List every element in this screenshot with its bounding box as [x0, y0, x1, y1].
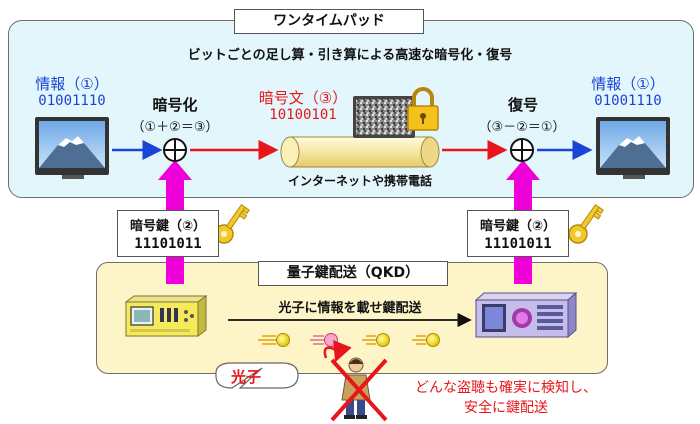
- otp-title: ワンタイムパッド: [234, 9, 424, 34]
- security-line1: どんな盗聴も確実に検知し、: [415, 380, 597, 396]
- otp-panel: [8, 20, 694, 198]
- left-info-label: 情報（①）: [35, 75, 109, 93]
- left-info-bits: 01001110: [38, 93, 106, 109]
- photon-speech-bubble: [215, 362, 299, 389]
- decrypt-label: 復号: [507, 96, 538, 114]
- padlock-icon: [407, 87, 439, 131]
- left-key-label: 暗号鍵（②）: [129, 219, 206, 234]
- right-key-box: 暗号鍵（②） 11101011: [467, 210, 569, 257]
- xor-decrypt-icon: [510, 138, 534, 162]
- right-info-label: 情報（①）: [591, 75, 665, 93]
- intercept-arrow: [323, 340, 352, 363]
- qkd-transport-label: 光子に情報を載せ鍵配送: [278, 301, 422, 316]
- cipher-label: 暗号文（③）: [258, 89, 348, 107]
- photon-icon: [258, 333, 290, 347]
- forbidden-cross-icon: [330, 358, 388, 422]
- cipher-screen-icon: [353, 96, 415, 138]
- decrypt-formula: （③－②＝①）: [478, 120, 566, 135]
- otp-subtitle: ビットごとの足し算・引き算による高速な暗号化・復号: [187, 48, 513, 63]
- channel-pipe-icon: [280, 136, 440, 168]
- qkd-title: 量子鍵配送（QKD）: [258, 261, 448, 286]
- security-line2: 安全に鍵配送: [464, 400, 548, 416]
- qkd-sender-device-icon: [124, 295, 208, 337]
- right-key-label: 暗号鍵（②）: [479, 219, 556, 234]
- photon-icon-intercepted: [310, 333, 338, 347]
- key-icon-right: [568, 204, 604, 244]
- channel-label: インターネットや携帯電話: [287, 174, 432, 188]
- photon-icon: [362, 333, 390, 347]
- photon-icon: [412, 333, 440, 347]
- left-key-bits: 11101011: [134, 236, 202, 252]
- left-monitor-icon: [35, 117, 109, 179]
- encrypt-formula: （①＋②＝③）: [131, 120, 219, 135]
- right-key-bits: 11101011: [484, 236, 552, 252]
- photon-label: 光子: [230, 368, 261, 386]
- right-info-bits: 01001110: [594, 93, 662, 109]
- xor-encrypt-icon: [163, 138, 187, 162]
- encrypt-label: 暗号化: [152, 96, 198, 114]
- qkd-receiver-device-icon: [474, 291, 578, 339]
- right-monitor-icon: [596, 117, 670, 179]
- left-key-box: 暗号鍵（②） 11101011: [117, 210, 219, 257]
- cipher-bits: 10100101: [269, 107, 337, 123]
